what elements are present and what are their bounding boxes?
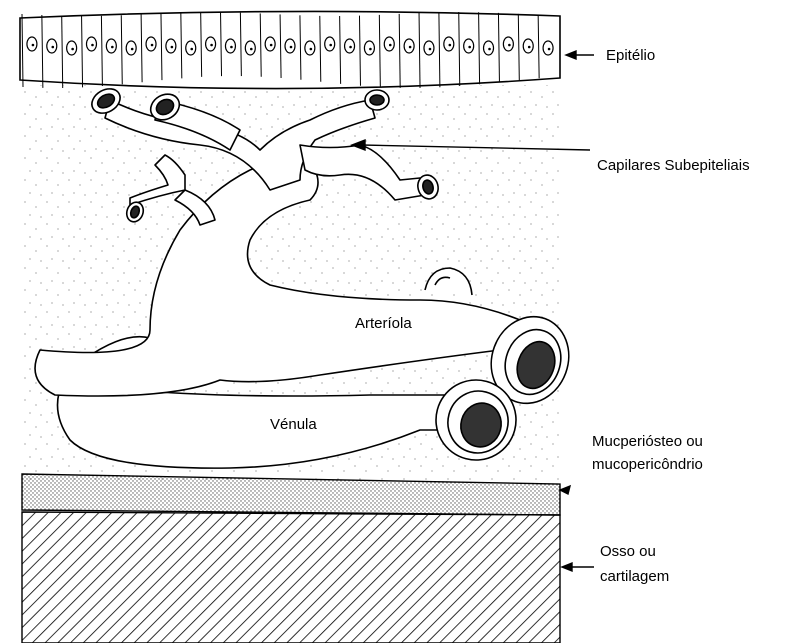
nucleolus xyxy=(329,44,332,47)
cell-nucleus xyxy=(265,37,275,51)
cell-nucleus xyxy=(206,37,216,51)
nucleolus xyxy=(508,44,511,47)
nucleolus xyxy=(131,48,134,51)
cell-nucleus xyxy=(86,37,96,51)
nucleolus xyxy=(250,48,253,51)
cell-nucleus xyxy=(47,39,57,53)
nucleolus xyxy=(111,46,114,49)
cell-nucleus xyxy=(225,39,235,53)
cell-nucleus xyxy=(186,41,196,55)
cell-nucleus xyxy=(364,41,374,55)
cell-nucleus xyxy=(67,41,77,55)
epithelium-arrow xyxy=(566,51,594,59)
nucleolus xyxy=(468,46,471,49)
cell-nucleus xyxy=(245,41,255,55)
bone-label-line1: Osso ou xyxy=(600,543,656,560)
venule-label: Vénula xyxy=(270,416,317,433)
nucleolus xyxy=(210,44,213,47)
nucleolus xyxy=(270,44,273,47)
nucleolus xyxy=(71,48,74,51)
nucleolus xyxy=(429,48,432,51)
arteriole-label: Arteríola xyxy=(355,315,412,332)
nucleolus xyxy=(488,48,491,51)
mucoperiosteum-layer xyxy=(22,474,560,515)
bone-layer xyxy=(22,512,560,643)
nucleolus xyxy=(528,46,531,49)
nucleolus xyxy=(171,46,174,49)
cell-nucleus xyxy=(444,37,454,51)
cell-nucleus xyxy=(345,39,355,53)
nucleolus xyxy=(409,46,412,49)
nucleolus xyxy=(449,44,452,47)
cell-nucleus xyxy=(424,41,434,55)
nucleolus xyxy=(548,48,551,51)
cell-nucleus xyxy=(384,37,394,51)
cell-nucleus xyxy=(166,39,176,53)
nucleolus xyxy=(349,46,352,49)
nucleolus xyxy=(151,44,154,47)
bone-arrow xyxy=(562,563,594,571)
cell-nucleus xyxy=(126,41,136,55)
nucleolus xyxy=(32,44,35,47)
cell-nucleus xyxy=(106,39,116,53)
capillaries-label: Capilares Subepiteliais xyxy=(597,157,750,174)
cell-nucleus xyxy=(503,37,513,51)
mucoperiosteum-label-line2: mucopericôndrio xyxy=(592,456,703,473)
epithelium-layer xyxy=(20,11,560,88)
nucleolus xyxy=(389,44,392,47)
cell-nucleus xyxy=(464,39,474,53)
bone-label-line2: cartilagem xyxy=(600,568,669,585)
cell-nucleus xyxy=(27,37,37,51)
nucleolus xyxy=(51,46,54,49)
nucleolus xyxy=(230,46,233,49)
cell-nucleus xyxy=(325,37,335,51)
cell-nucleus xyxy=(543,41,553,55)
mucoperiosteum-arrow xyxy=(560,486,570,494)
nucleolus xyxy=(290,46,293,49)
nucleolus xyxy=(310,48,313,51)
cell-nucleus xyxy=(305,41,315,55)
nucleolus xyxy=(190,48,193,51)
cell-nucleus xyxy=(484,41,494,55)
mucoperiosteum-label-line1: Mucperiósteo ou xyxy=(592,433,703,450)
cell-nucleus xyxy=(285,39,295,53)
cell-nucleus xyxy=(146,37,156,51)
nucleolus xyxy=(369,48,372,51)
cell-nucleus xyxy=(523,39,533,53)
epithelium-label: Epitélio xyxy=(606,47,655,64)
nucleolus xyxy=(91,44,94,47)
cell-nucleus xyxy=(404,39,414,53)
